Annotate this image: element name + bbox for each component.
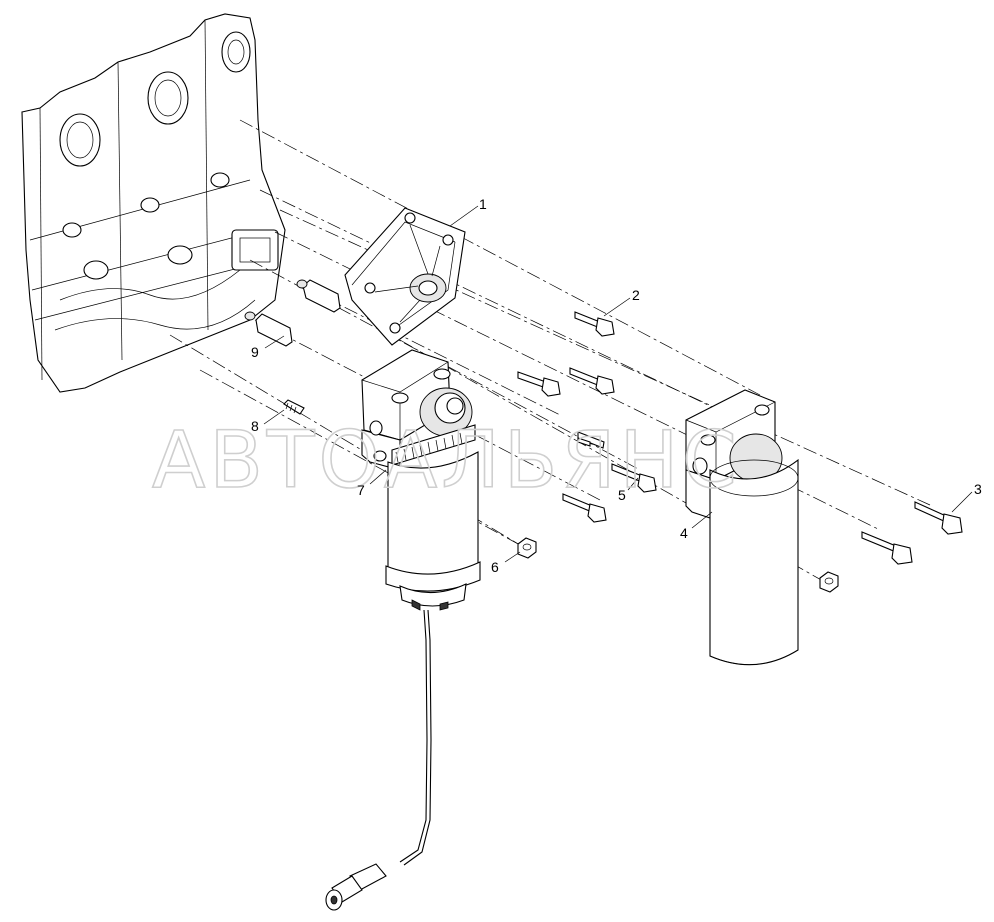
- callout-8: 8: [251, 418, 259, 434]
- callout-6: 6: [491, 559, 499, 575]
- assembly-lines: [169, 119, 931, 586]
- callout-4: 4: [680, 525, 688, 541]
- callout-1: 1: [479, 196, 487, 212]
- leader-lines: [263, 205, 973, 563]
- part-3-bolts: [819, 501, 963, 593]
- callout-5: 5: [618, 487, 626, 503]
- part-1-bracket: [344, 207, 466, 346]
- part-9-spacers: [244, 279, 341, 347]
- callout-numbers: 1 2 3 4 5 6 7 8 9: [251, 196, 982, 575]
- watermark-text: АВТОАЛЬЯНС: [152, 416, 741, 506]
- bolts-center: [517, 311, 657, 523]
- callout-3: 3: [974, 481, 982, 497]
- part-7-fuel-filter: [325, 349, 481, 911]
- callout-7: 7: [357, 482, 365, 498]
- callout-9: 9: [251, 344, 259, 360]
- part-4-filter-assembly: [685, 389, 799, 666]
- part-6-nut: [517, 537, 537, 559]
- part-8-stud: [283, 399, 305, 415]
- engine-block: [21, 13, 286, 393]
- callout-2: 2: [632, 287, 640, 303]
